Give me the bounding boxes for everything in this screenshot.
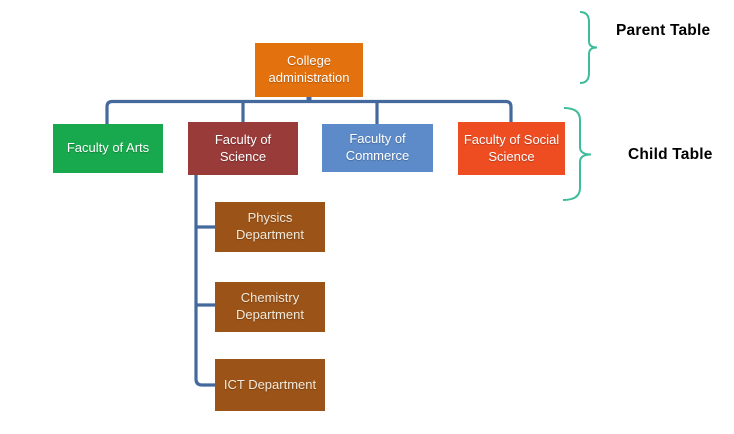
node-faculty-of-arts: Faculty of Arts <box>53 124 163 173</box>
connector-lines <box>105 97 513 387</box>
node-faculty-of-commerce: Faculty of Commerce <box>322 124 433 172</box>
parent-table-brace <box>579 11 598 84</box>
node-faculty-of-science: Faculty of Science <box>188 122 298 175</box>
child-table-brace <box>562 107 592 201</box>
child-table-label: Child Table <box>628 146 713 163</box>
node-ict-department: ICT Department <box>215 359 325 411</box>
parent-table-label: Parent Table <box>616 22 711 39</box>
braces <box>562 11 598 201</box>
node-college-administration: College administration <box>255 43 363 97</box>
node-physics-department: Physics Department <box>215 202 325 252</box>
node-faculty-of-social-science: Faculty of Social Science <box>458 122 565 175</box>
node-chemistry-department: Chemistry Department <box>215 282 325 332</box>
faculty-rail-line <box>105 99 513 125</box>
department-rail-line <box>194 175 216 387</box>
